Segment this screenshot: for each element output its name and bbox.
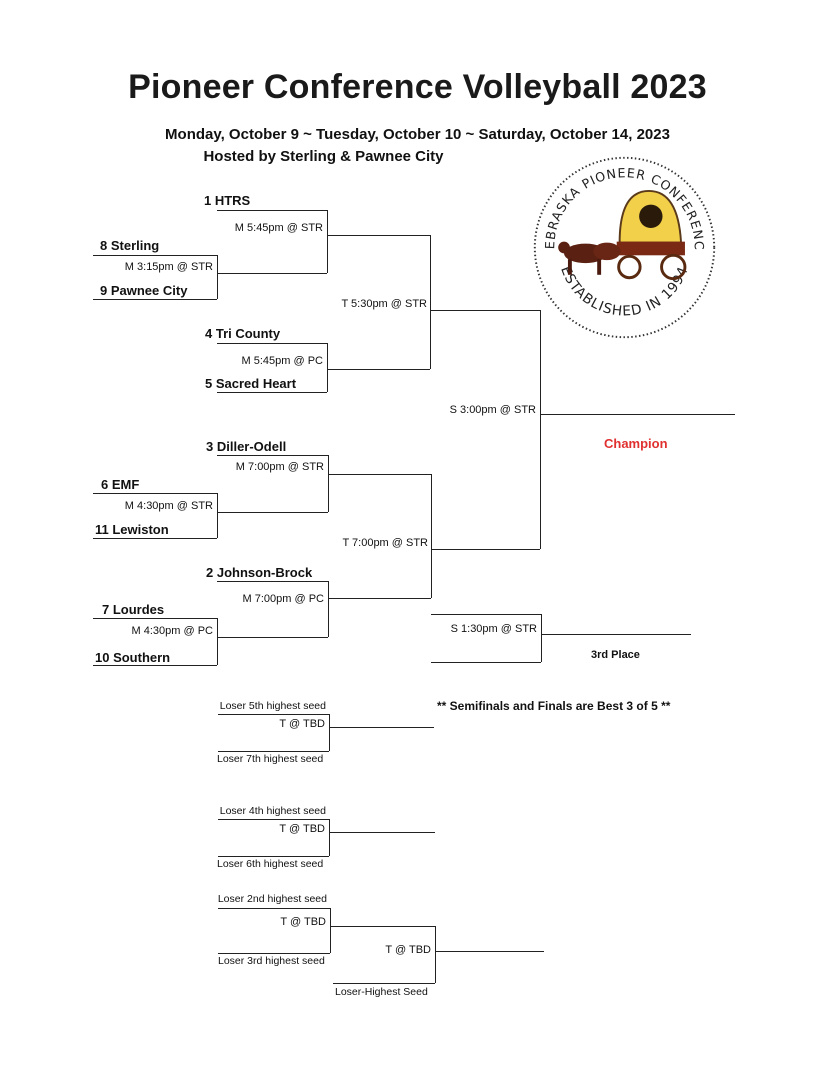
consolation-1-game: T @ TBD — [279, 718, 325, 730]
semifinal-bottom: T 7:00pm @ STR — [342, 537, 428, 549]
consolation-1-bottom: Loser 7th highest seed — [217, 753, 324, 765]
team-johnson-brock: 2 Johnson-Brock — [206, 565, 313, 580]
game-3: M 7:00pm @ STR — [235, 461, 324, 473]
game-1: M 5:45pm @ STR — [234, 222, 323, 234]
consolation-3-game: T @ TBD — [280, 916, 326, 928]
page-title: Pioneer Conference Volleyball 2023 — [128, 68, 707, 106]
team-lewiston: 11 Lewiston — [95, 522, 169, 537]
consolation-2-bottom: Loser 6th highest seed — [217, 858, 324, 870]
game-6-11: M 4:30pm @ STR — [124, 500, 213, 512]
team-diller-odell: 3 Diller-Odell — [206, 439, 287, 454]
team-southern: 10 Southern — [95, 650, 171, 665]
game-2: M 7:00pm @ PC — [242, 593, 324, 605]
team-emf: 6 EMF — [101, 477, 140, 492]
team-pawnee-city: 9 Pawnee City — [100, 283, 188, 298]
team-sterling: 8 Sterling — [100, 238, 160, 253]
team-sacred-heart: 5 Sacred Heart — [205, 376, 297, 391]
consolation-2-game: T @ TBD — [279, 823, 325, 835]
consolation-3-loser: Loser-Highest Seed — [335, 986, 428, 998]
game-4-5: M 5:45pm @ PC — [241, 355, 323, 367]
consolation-1-top: Loser 5th highest seed — [219, 700, 326, 712]
covered-wagon-icon — [558, 189, 687, 281]
third-place-game: S 1:30pm @ STR — [450, 623, 537, 635]
third-place-label: 3rd Place — [591, 649, 640, 661]
team-lourdes: 7 Lourdes — [102, 602, 165, 617]
consolation-2-top: Loser 4th highest seed — [219, 805, 326, 817]
consolation-3-top: Loser 2nd highest seed — [217, 893, 327, 905]
svg-text:ESTABLISHED IN 1994: ESTABLISHED IN 1994 — [557, 264, 692, 320]
host-line: Hosted by Sterling & Pawnee City — [203, 148, 444, 165]
format-note: ** Semifinals and Finals are Best 3 of 5… — [437, 699, 671, 713]
final-game: S 3:00pm @ STR — [449, 404, 536, 416]
champion-label: Champion — [604, 436, 668, 451]
game-7-10: M 4:30pm @ PC — [131, 625, 213, 637]
consolation-3-final-game: T @ TBD — [385, 944, 431, 956]
semifinal-top: T 5:30pm @ STR — [341, 298, 427, 310]
consolation-3-bottom: Loser 3rd highest seed — [218, 955, 325, 967]
team-htrs: 1 HTRS — [204, 193, 251, 208]
game-8-9: M 3:15pm @ STR — [124, 261, 213, 273]
team-tri-county: 4 Tri County — [205, 326, 281, 341]
event-dates: Monday, October 9 ~ Tuesday, October 10 … — [165, 126, 670, 143]
logo-bottom-text: ESTABLISHED IN 1994 — [557, 264, 691, 320]
